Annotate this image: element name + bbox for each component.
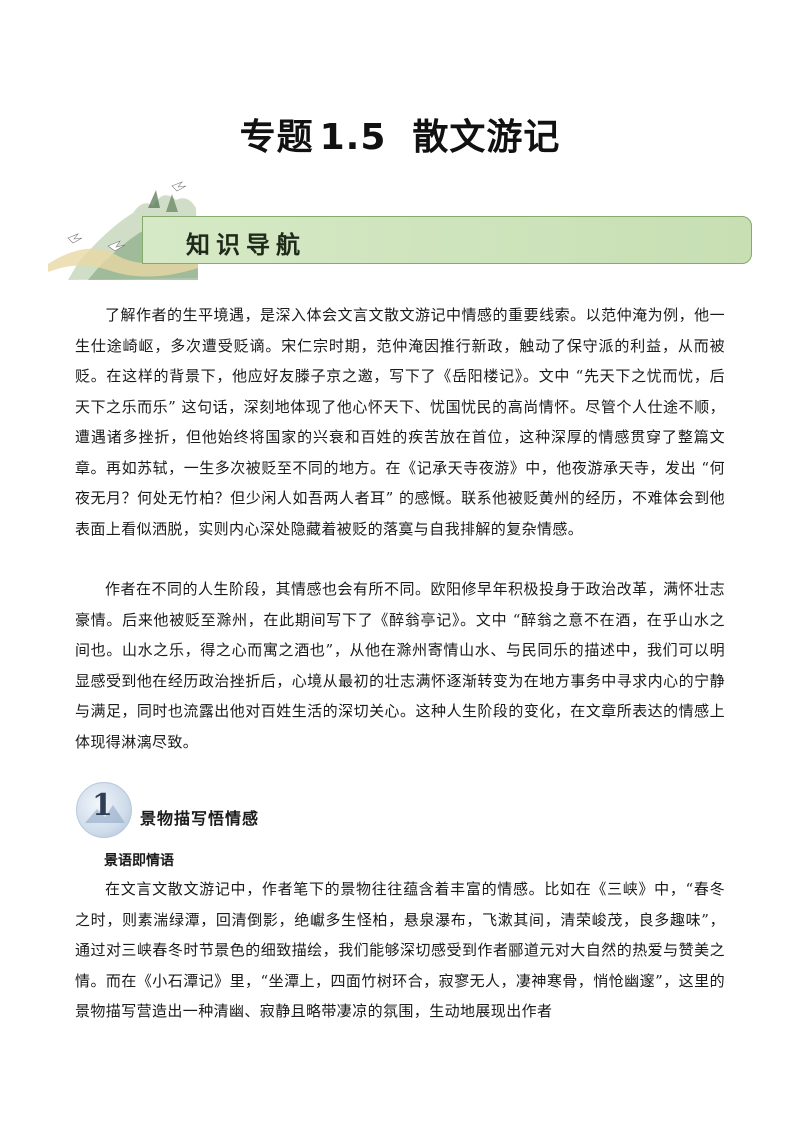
title-number: 1.5 [319,117,387,158]
body-paragraph-3: 在文言文散文游记中，作者笔下的景物往往蕴含着丰富的情感。比如在《三峡》中，“春冬… [75,880,725,1020]
body-paragraph-2: 作者在不同的人生阶段，其情感也会有所不同。欧阳修早年积极投身于政治改革，满怀壮志… [75,580,725,751]
section-subheading: 景语即情语 [104,853,174,869]
title-topic: 散文游记 [412,117,561,158]
mountain-badge [76,782,132,838]
section-number: 1 [92,788,113,823]
section-heading: 景物描写悟情感 [140,809,260,828]
knowledge-nav-banner [142,216,752,264]
knowledge-nav-title: 知识导航 [186,231,306,259]
body-paragraph-1: 了解作者的生平境遇，是深入体会文言文散文游记中情感的重要线索。以范仲淹为例，他一… [75,306,726,538]
title-prefix: 专题 [239,117,314,158]
mountain-icon [85,805,125,823]
